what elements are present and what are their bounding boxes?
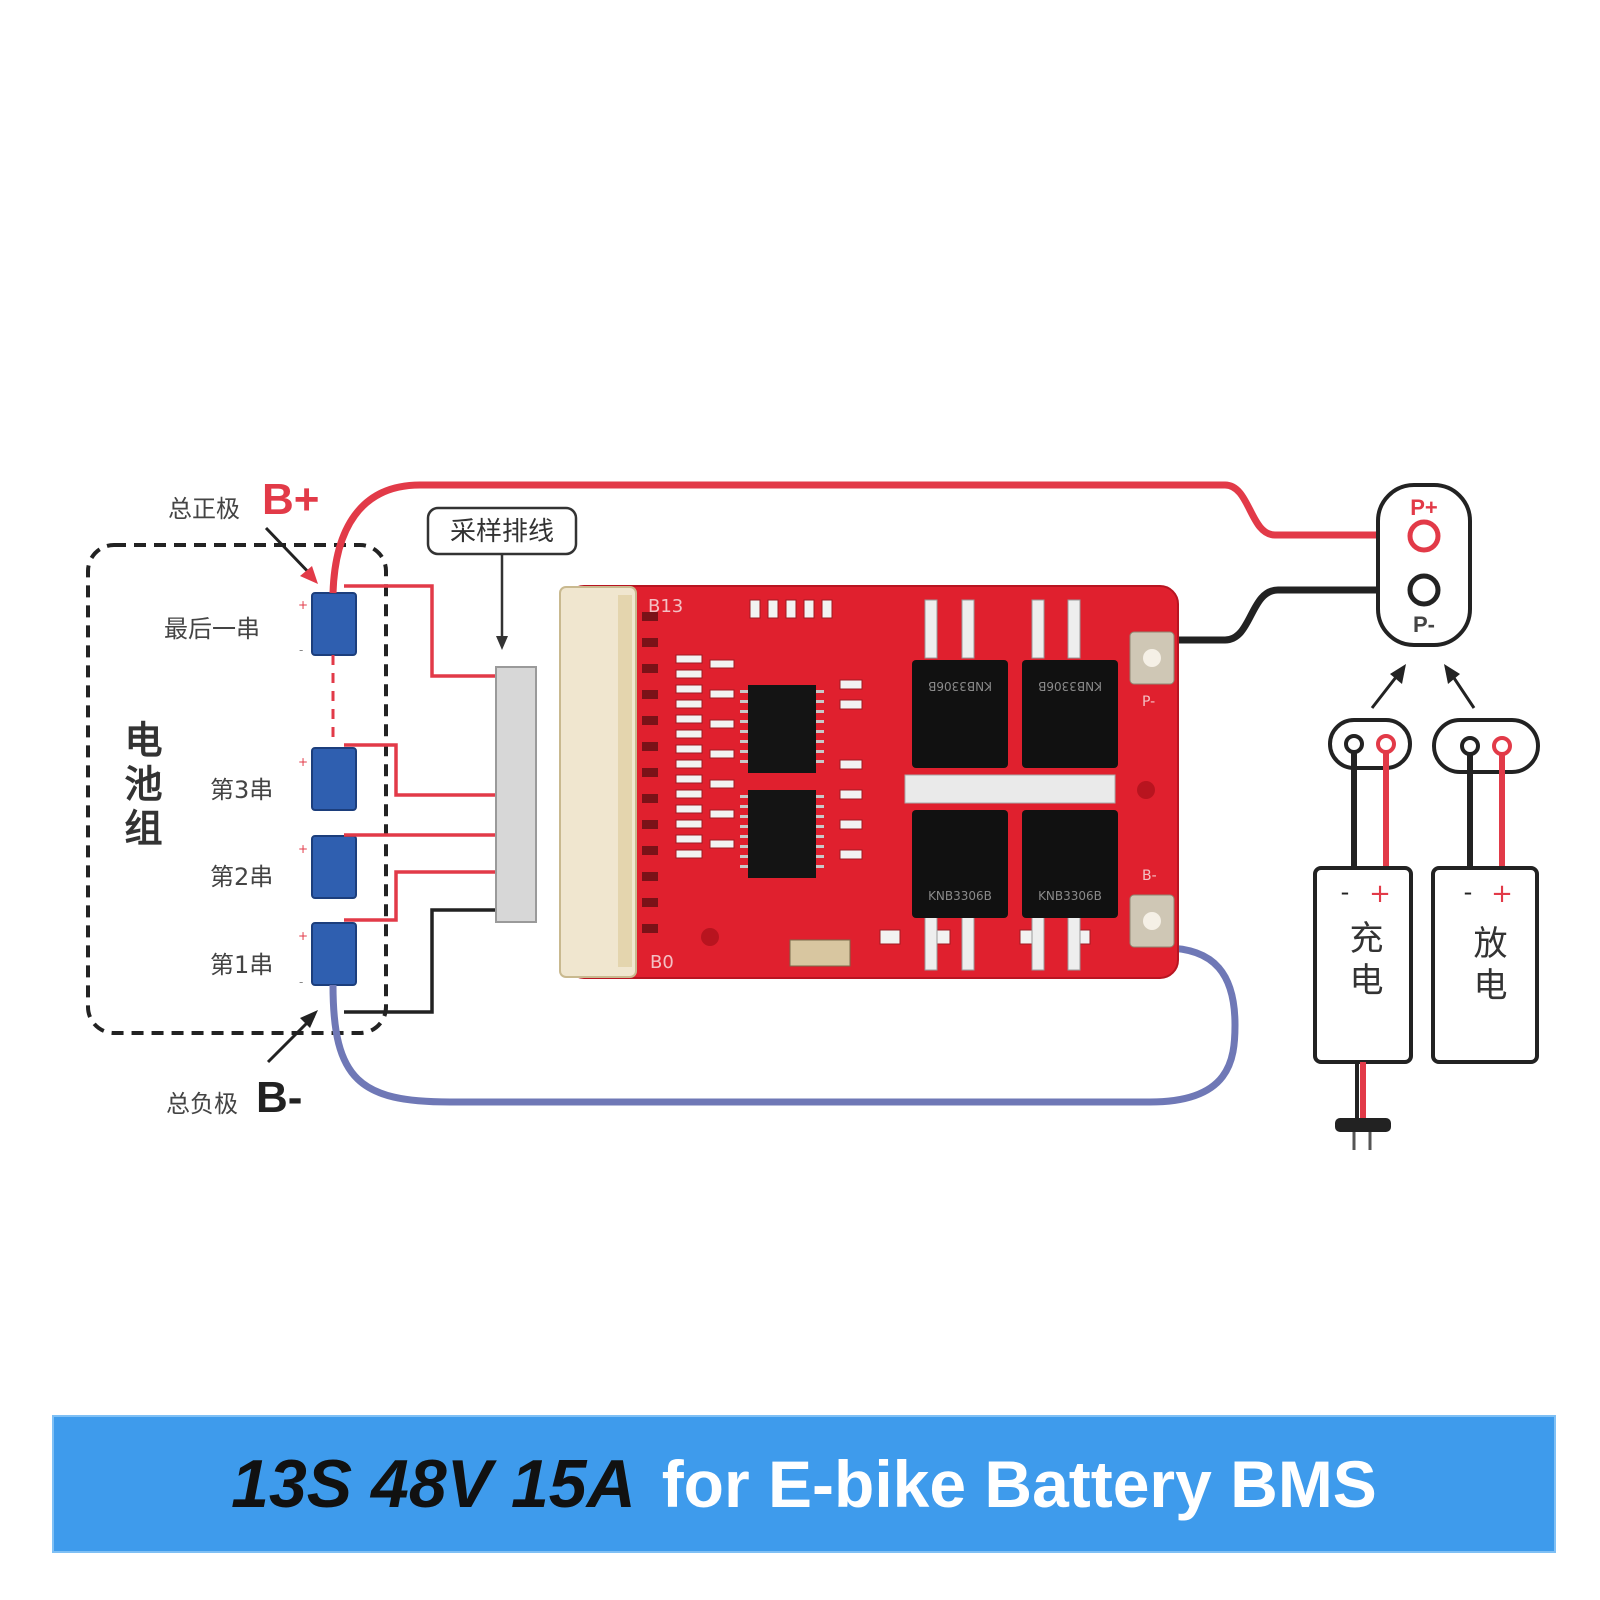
b-minus-wire xyxy=(329,944,1239,1106)
product-title-banner: 13S 48V 15A for E-bike Battery BMS xyxy=(52,1415,1556,1553)
mosfet-marking: KNB3306B xyxy=(928,889,992,903)
mosfet-2 xyxy=(1022,660,1118,768)
sampling-harness-label: 采样排线 xyxy=(450,517,554,547)
board-label-b: B- xyxy=(1142,868,1157,884)
p-minus-terminal xyxy=(1407,573,1441,607)
load-box xyxy=(1431,866,1539,1064)
charger-mains-plug xyxy=(1335,1118,1391,1132)
load-label: 放电 xyxy=(1467,925,1507,1009)
b-plus-wire xyxy=(329,481,1410,594)
battery-pack-outline xyxy=(86,543,388,1035)
load-plus: + xyxy=(1491,879,1513,909)
mosfet-4 xyxy=(1022,810,1118,918)
cell-last: + - xyxy=(298,592,357,657)
charger-plug xyxy=(1328,718,1412,770)
mosfet-1 xyxy=(912,660,1008,768)
cell-plus-mark: + xyxy=(298,598,308,612)
b-minus-arrowhead xyxy=(300,1010,318,1028)
cell-3: + xyxy=(298,747,357,811)
balance-connector xyxy=(559,586,637,978)
ic-chip-top xyxy=(748,685,816,773)
output-connector xyxy=(1376,483,1472,647)
load: - + 放电 xyxy=(1431,718,1540,1064)
sampling-wires xyxy=(344,584,497,1014)
p-plus-terminal xyxy=(1407,519,1441,553)
board-label-b0: B0 xyxy=(650,952,674,973)
p-minus-label: P- xyxy=(1413,612,1435,637)
load-minus: - xyxy=(1464,878,1473,906)
b-plus-caption: 总正极 xyxy=(168,495,240,523)
bms-board: KNB3306B KNB3306B KNB3306B KNB3306B B13 … xyxy=(559,585,1179,979)
charger-label: 充电 xyxy=(1343,920,1383,1004)
ic-chip-bottom xyxy=(748,790,816,878)
cell-label-1: 第1串 xyxy=(210,951,273,979)
cell-plus-mark: + xyxy=(298,842,308,856)
cell-label-last: 最后一串 xyxy=(164,615,260,643)
charger: - + 充电 xyxy=(1313,718,1413,1150)
b-plus-arrowhead xyxy=(300,566,318,584)
sampling-harness-arrowhead xyxy=(496,636,508,650)
product-description: for E-bike Battery BMS xyxy=(661,1447,1377,1521)
sampling-connector-plug xyxy=(495,666,537,923)
mosfet-marking: KNB3306B xyxy=(1038,679,1102,693)
mosfet-3 xyxy=(912,810,1008,918)
b-minus-caption: 总负极 xyxy=(166,1090,238,1118)
connector-pins xyxy=(642,612,658,933)
b-plus-arrow xyxy=(264,526,316,580)
p-plus-label: P+ xyxy=(1410,495,1438,520)
mosfet-marking: KNB3306B xyxy=(928,679,992,693)
mosfet-heat-bar xyxy=(904,774,1116,804)
mounting-hole xyxy=(1137,781,1155,799)
cell-minus-mark: - xyxy=(299,643,303,657)
product-spec: 13S 48V 15A xyxy=(231,1446,636,1522)
cell-minus-mark: - xyxy=(299,975,303,989)
load-arrowhead xyxy=(1444,664,1460,684)
charger-minus: - xyxy=(1341,878,1350,906)
cell-plus-mark: + xyxy=(298,755,308,769)
charger-arrowhead xyxy=(1390,664,1406,684)
board-label-b13: B13 xyxy=(648,596,683,617)
charger-plus: + xyxy=(1369,879,1391,909)
board-label-p: P- xyxy=(1142,694,1155,710)
cell-1: + - xyxy=(298,922,357,989)
p-minus-wire xyxy=(1178,586,1410,644)
b-plus-label: B+ xyxy=(262,475,319,524)
battery-pack-label: 电池组 xyxy=(118,720,162,852)
load-plug xyxy=(1432,718,1540,774)
cell-label-3: 第3串 xyxy=(210,776,273,804)
b-minus-label: B- xyxy=(256,1073,302,1122)
cell-plus-mark: + xyxy=(298,929,308,943)
cell-2: + xyxy=(298,835,357,899)
capacitor xyxy=(789,939,851,967)
mosfet-marking: KNB3306B xyxy=(1038,889,1102,903)
cell-label-2: 第2串 xyxy=(210,863,273,891)
mounting-hole xyxy=(701,928,719,946)
